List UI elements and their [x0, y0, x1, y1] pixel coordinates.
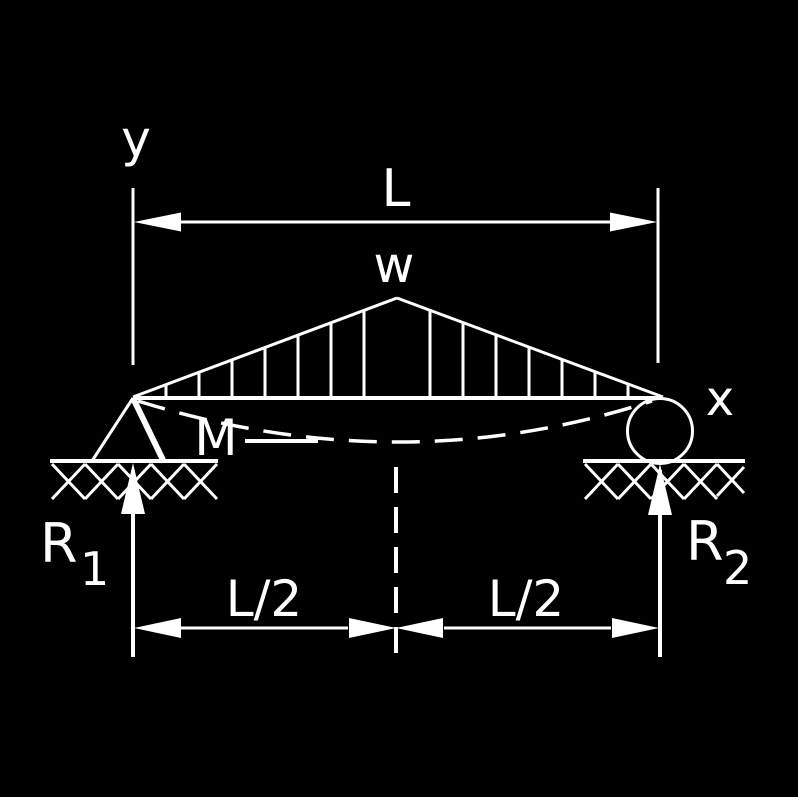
pin-leg-left [90, 397, 135, 462]
arrowhead-right-icon [610, 212, 657, 232]
reaction-right: R 2 [648, 464, 752, 657]
half-span-left-label: L/2 [226, 570, 303, 628]
arrowhead-right-icon [612, 618, 659, 638]
ground-hatch-left [50, 462, 219, 501]
arrowhead-left-icon [134, 212, 181, 232]
reaction-right-arrowhead-icon [648, 464, 672, 515]
reaction-right-label: R [686, 510, 724, 573]
reaction-left: R 1 [40, 463, 145, 657]
ground-left [50, 459, 219, 501]
half-span-dimension-right: L/2 [396, 570, 659, 638]
load-edge-left [132, 296, 398, 399]
triangular-distributed-load: w [132, 236, 664, 399]
pin-leg-right [130, 396, 166, 462]
arrowhead-left-icon [134, 618, 181, 638]
load-hatch-lines [164, 310, 630, 397]
reaction-left-subscript: 1 [80, 542, 109, 596]
arrowhead-left-icon [396, 618, 443, 638]
reaction-left-arrowhead-icon [121, 463, 145, 514]
pin-support [90, 396, 166, 462]
deflection-curve-group: M [137, 399, 653, 467]
x-axis-label: x [706, 371, 734, 427]
reaction-left-label: R [40, 512, 78, 575]
span-label: L [382, 159, 411, 219]
span-dimension: L [131, 159, 660, 365]
y-axis-label: y [121, 110, 151, 168]
half-span-dimension-left: L/2 [134, 570, 396, 638]
load-peak-label: w [374, 236, 415, 294]
half-span-right-label: L/2 [488, 570, 565, 628]
roller-support [626, 397, 694, 465]
reaction-right-subscript: 2 [723, 541, 752, 595]
arrowhead-right-icon [349, 618, 396, 638]
deflection-curve [137, 399, 653, 444]
moment-label: M [194, 409, 237, 467]
roller-circle [626, 397, 694, 465]
